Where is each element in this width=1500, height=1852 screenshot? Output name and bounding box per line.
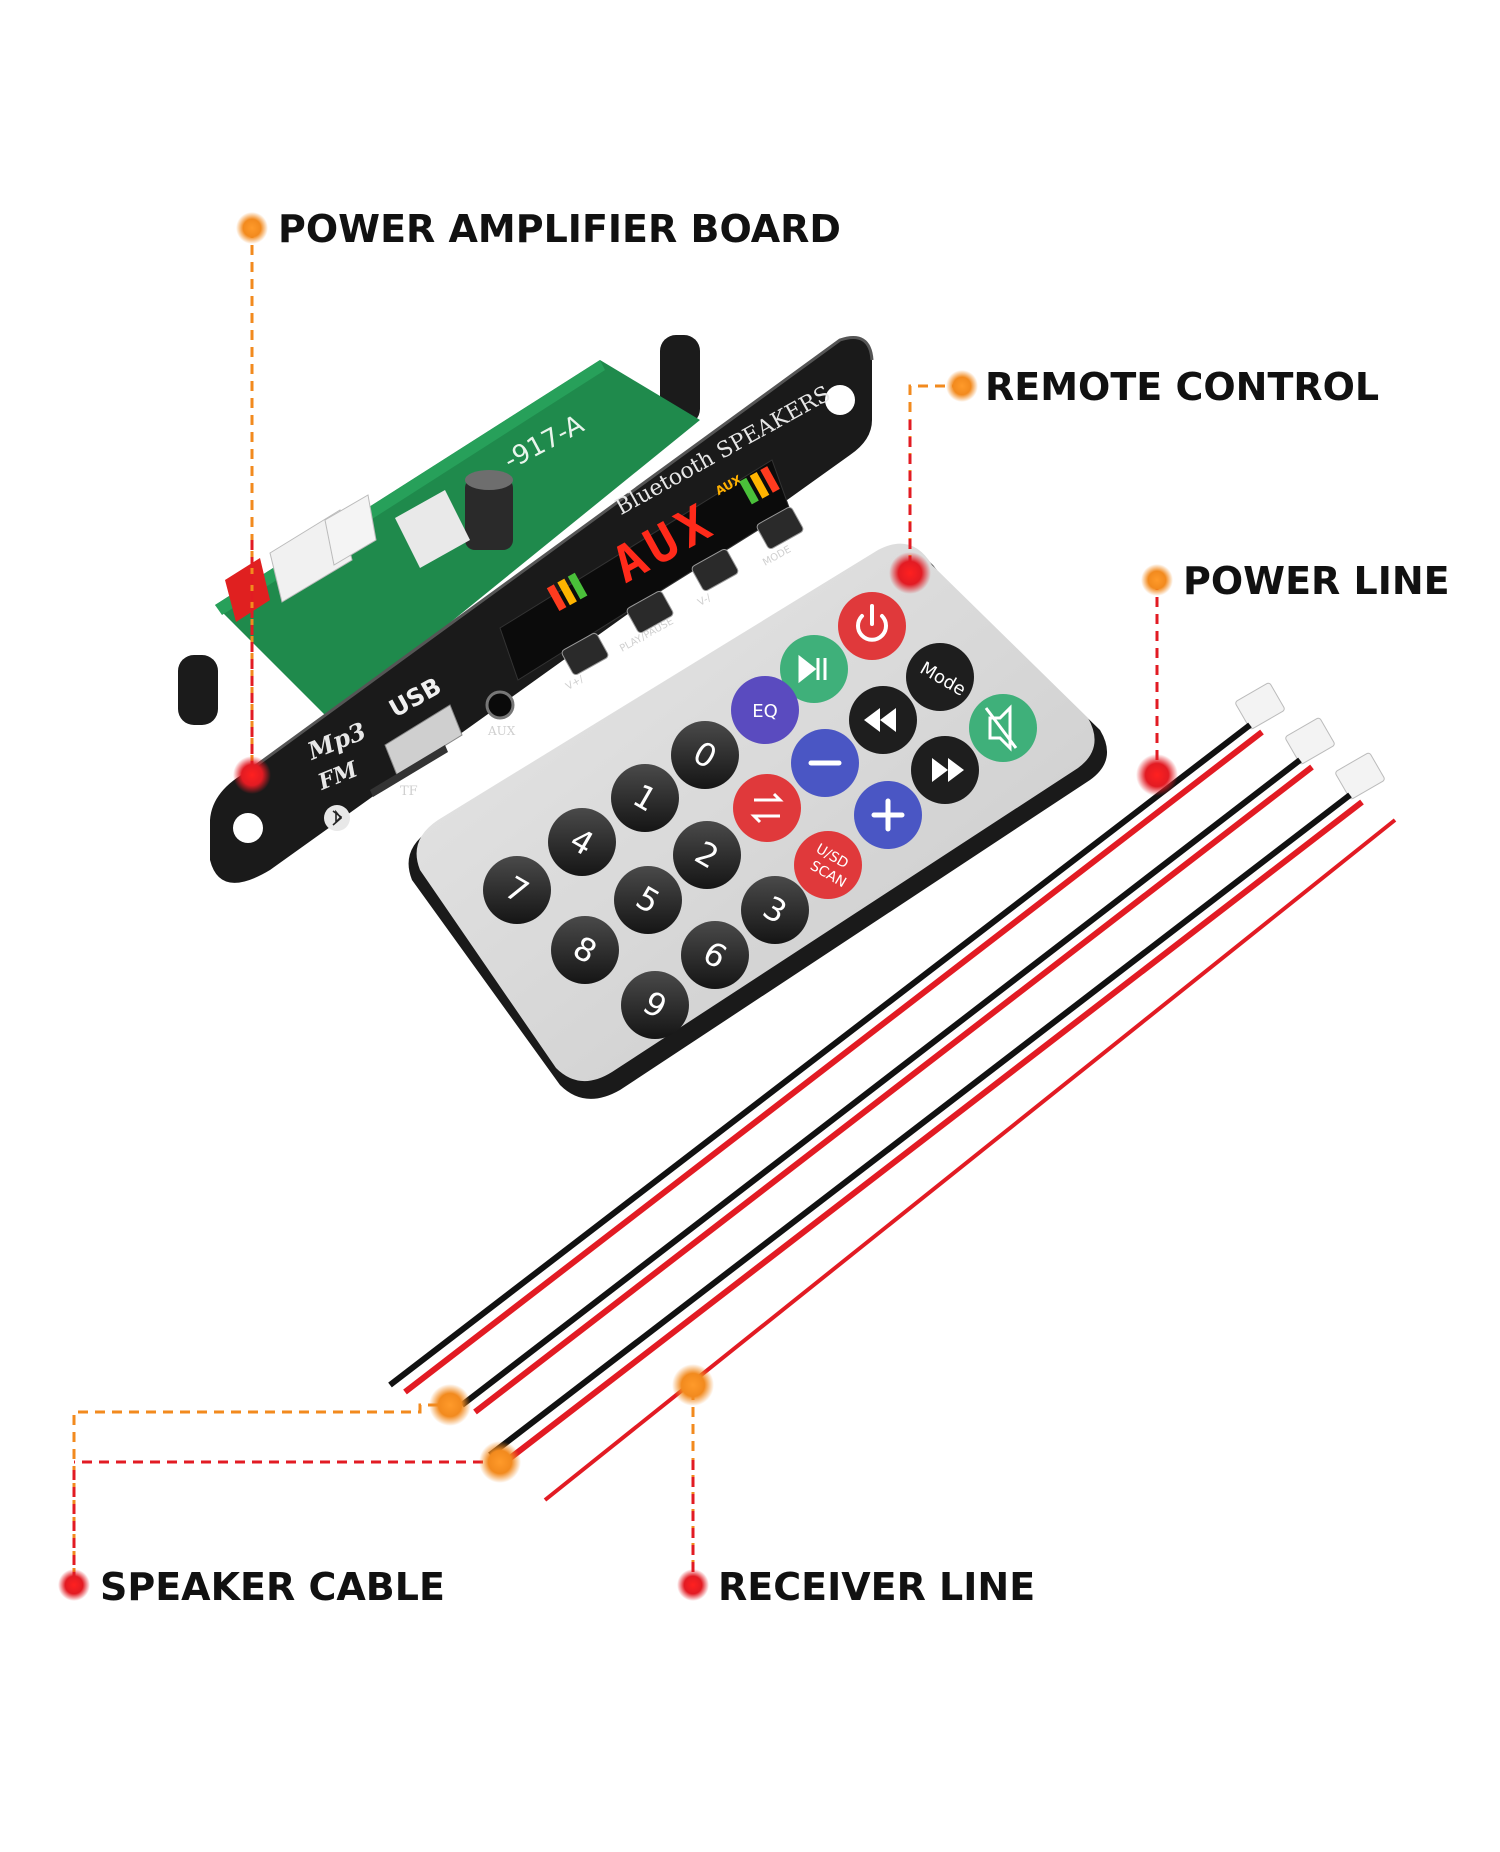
- level-bar: [546, 584, 567, 612]
- remote-key-6[interactable]: [681, 921, 749, 989]
- panel-button-label: MODE: [761, 544, 793, 568]
- tf-label: TF: [400, 784, 418, 799]
- panel-button-label: V+/: [564, 674, 586, 693]
- panel-button-vol-up[interactable]: [561, 632, 610, 676]
- wire-black: [488, 792, 1352, 1458]
- wire-red: [403, 729, 1264, 1395]
- remote-key-9[interactable]: [621, 971, 689, 1039]
- remote-repeat-button[interactable]: [733, 774, 801, 842]
- remote-key-5[interactable]: [614, 866, 682, 934]
- remote-key-4[interactable]: [548, 808, 616, 876]
- wire-red: [473, 764, 1314, 1415]
- panel-button-play-pause[interactable]: [626, 590, 675, 634]
- mute-icon: [984, 704, 1018, 752]
- repeat-icon: [750, 792, 784, 824]
- wire-red: [503, 799, 1364, 1465]
- tf-slot[interactable]: [370, 745, 448, 797]
- remote-key-7[interactable]: [483, 856, 551, 924]
- callout-dot: [672, 1364, 714, 1406]
- callout-dot: [233, 756, 271, 794]
- callout-dot: [236, 212, 268, 244]
- bluetooth-icon: [324, 805, 350, 831]
- leader-line: [72, 1403, 455, 1585]
- remote-key-8[interactable]: [551, 916, 619, 984]
- remote-key-3[interactable]: [741, 876, 809, 944]
- callout-dot: [429, 1384, 471, 1426]
- wire-black: [460, 757, 1302, 1408]
- label-power-amplifier-board: POWER AMPLIFIER BOARD: [278, 207, 841, 251]
- panel-button-vol-down[interactable]: [691, 548, 740, 592]
- front-panel-edge: [249, 336, 874, 772]
- aux-port-label: AUX: [487, 724, 516, 738]
- mount-hole: [233, 813, 263, 843]
- remote-mute-button[interactable]: [969, 694, 1037, 762]
- label-power-line: POWER LINE: [1183, 559, 1450, 603]
- power-icon: [856, 604, 888, 642]
- power-amplifier-board: -917-A AUX AUX Bluetooth SPEAKERS V+/ P: [178, 335, 874, 883]
- callout-dot: [1141, 564, 1173, 596]
- callout-leaders: [58, 212, 1178, 1601]
- usb-port[interactable]: [384, 704, 463, 776]
- level-bar: [567, 572, 588, 600]
- eq-label: EQ: [752, 701, 778, 722]
- remote-eq-button[interactable]: [731, 676, 799, 744]
- label-speaker-cable: SPEAKER CABLE: [100, 1565, 445, 1609]
- callout-dot: [946, 370, 978, 402]
- remote-key-0[interactable]: [671, 721, 739, 789]
- callout-dot: [889, 552, 931, 594]
- white-connector: [324, 494, 377, 566]
- chip: [395, 490, 470, 568]
- remote-key-2[interactable]: [673, 821, 741, 889]
- capacitor-top: [465, 470, 513, 490]
- wire-black: [388, 722, 1252, 1388]
- board-tab: [178, 655, 218, 725]
- level-bar: [749, 471, 770, 499]
- bluetooth-glyph: [332, 809, 343, 826]
- next-icon: [932, 758, 964, 782]
- remote-usd-scan-button[interactable]: [794, 831, 862, 899]
- remote-mode-button[interactable]: [906, 643, 974, 711]
- leader-line: [908, 384, 962, 573]
- wires: [388, 682, 1397, 1502]
- callout-dot: [58, 1569, 90, 1601]
- mount-hole: [825, 385, 855, 415]
- capacitor: [465, 478, 513, 550]
- panel-button-mode[interactable]: [756, 506, 805, 550]
- remote-key-1[interactable]: [611, 764, 679, 832]
- level-bar: [557, 578, 577, 606]
- red-connector: [225, 558, 270, 622]
- label-receiver-line: RECEIVER LINE: [718, 1565, 1035, 1609]
- play-pause-icon: [798, 654, 827, 684]
- label-remote-control: REMOTE CONTROL: [985, 365, 1379, 409]
- callout-dot: [479, 1441, 521, 1483]
- plus-icon: [871, 798, 905, 832]
- wire-connector: [1235, 682, 1385, 800]
- level-bar: [739, 477, 759, 505]
- prev-icon: [864, 708, 896, 732]
- level-bar: [760, 466, 780, 493]
- panel-button-label: V-/: [696, 592, 713, 608]
- callout-dot: [677, 1569, 709, 1601]
- callout-dot: [1136, 754, 1178, 796]
- aux-jack[interactable]: [485, 690, 515, 720]
